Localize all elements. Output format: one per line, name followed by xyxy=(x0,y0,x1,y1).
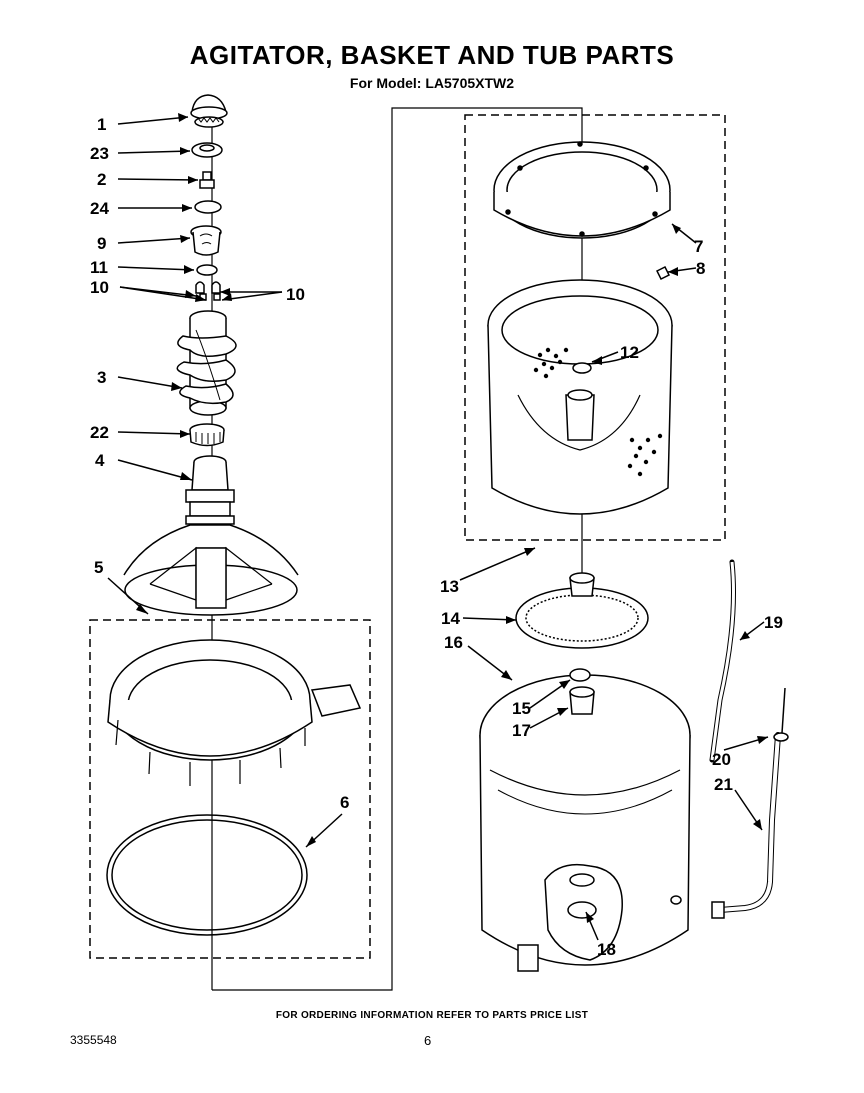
callout-13: 13 xyxy=(440,577,459,596)
part-17-bearing xyxy=(569,686,595,715)
callout-19: 19 xyxy=(764,613,783,632)
part-9-cam xyxy=(190,225,222,256)
document-number: 3355548 xyxy=(70,1033,117,1047)
arrowheads xyxy=(136,113,768,923)
callout-1: 1 xyxy=(97,115,106,134)
callout-24: 24 xyxy=(90,199,109,218)
tub-ring xyxy=(107,639,362,786)
basket xyxy=(487,279,673,515)
part-20-clamp xyxy=(773,687,789,742)
callout-16: 16 xyxy=(444,633,463,652)
part-21-drain-hose xyxy=(711,732,781,919)
callout-5: 5 xyxy=(94,558,103,577)
callout-4: 4 xyxy=(95,451,105,470)
part-24-o-ring xyxy=(194,200,222,214)
callout-22: 22 xyxy=(90,423,109,442)
outer-tub-ring-group-box xyxy=(89,619,371,959)
callout-11: 11 xyxy=(90,258,108,277)
part-22-clutch xyxy=(189,423,225,447)
callout-8: 8 xyxy=(696,259,705,278)
part-12-basket-nut xyxy=(572,362,592,374)
outer-tub xyxy=(479,674,691,972)
callout-15: 15 xyxy=(512,699,531,718)
part-4-drive-hub xyxy=(185,455,235,525)
model-subtitle: For Model: LA5705XTW2 xyxy=(349,75,515,91)
callout-21: 21 xyxy=(714,775,733,794)
part-14-drive-block xyxy=(515,572,649,649)
part-7-basket-ring xyxy=(493,141,671,239)
callout-17: 17 xyxy=(512,721,531,740)
callout-10-right: 10 xyxy=(286,285,305,304)
callout-18: 18 xyxy=(597,940,616,959)
callout-2: 2 xyxy=(97,170,106,189)
callout-10-left: 10 xyxy=(90,278,109,297)
callout-3: 3 xyxy=(97,368,106,387)
part-8-clip xyxy=(655,265,671,281)
part-5-agitator-base xyxy=(123,524,299,616)
part-3-agitator-auger xyxy=(176,310,237,416)
callout-6: 6 xyxy=(340,793,349,812)
basket-group-box xyxy=(464,114,726,541)
callout-23: 23 xyxy=(90,144,109,163)
callout-14: 14 xyxy=(441,609,460,628)
page-number: 6 xyxy=(424,1033,432,1048)
page-title: AGITATOR, BASKET AND TUB PARTS xyxy=(189,40,675,70)
part-1-agitator-cap xyxy=(190,94,228,128)
callout-labels: 1 23 2 24 9 11 10 10 3 22 4 5 6 7 8 12 1… xyxy=(90,115,783,959)
part-6-gasket xyxy=(106,814,308,936)
part-23-cap-seal xyxy=(191,142,223,158)
callout-7: 7 xyxy=(694,237,703,256)
callout-12: 12 xyxy=(620,343,639,362)
callout-20: 20 xyxy=(712,750,731,769)
callout-9: 9 xyxy=(97,234,106,253)
ordering-info-note: FOR ORDERING INFORMATION REFER TO PARTS … xyxy=(275,1010,589,1021)
part-11-ring xyxy=(196,264,218,276)
part-19-hose xyxy=(709,559,736,763)
part-15-seal xyxy=(569,668,591,682)
part-2-bolt xyxy=(199,171,215,189)
